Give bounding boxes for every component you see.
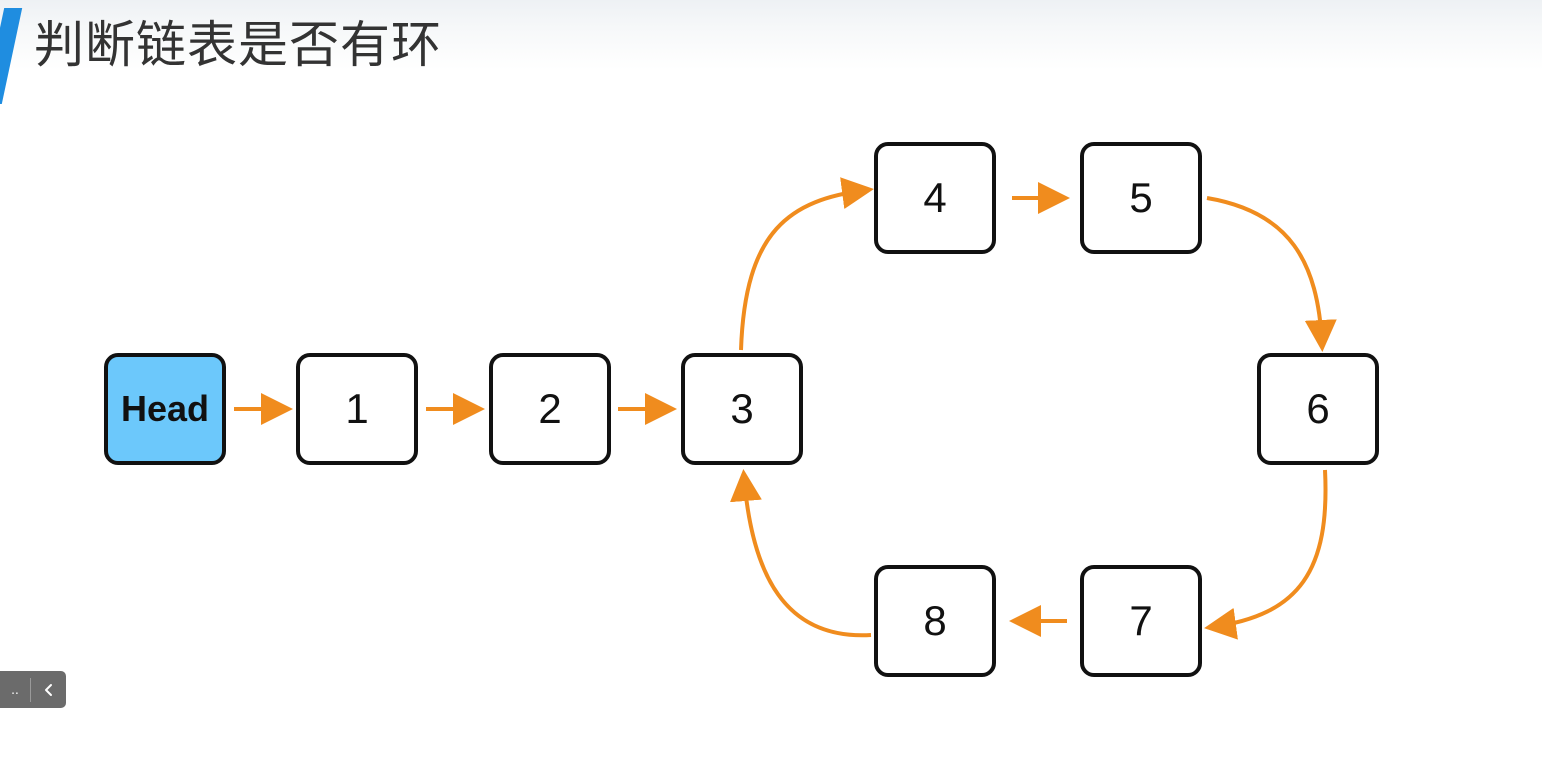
node-n3: 3: [681, 353, 803, 465]
slide-title: 判断链表是否有环: [34, 16, 442, 74]
node-n7: 7: [1080, 565, 1202, 677]
node-label: Head: [120, 388, 210, 429]
node-n1: 1: [296, 353, 418, 465]
node-n2: 2: [489, 353, 611, 465]
node-head: Head: [104, 353, 226, 465]
node-label: 6: [1306, 385, 1330, 432]
edge-n5-n6: [1206, 196, 1337, 352]
node-label: 7: [1129, 597, 1153, 644]
node-label: 5: [1129, 174, 1153, 221]
node-n8: 8: [874, 565, 996, 677]
chevron-left-icon: [44, 683, 52, 696]
node-label: 1: [345, 385, 369, 432]
node-n6: 6: [1257, 353, 1379, 465]
node-label: 4: [923, 174, 947, 221]
node-n4: 4: [874, 142, 996, 254]
node-n5: 5: [1080, 142, 1202, 254]
node-label: 8: [923, 597, 947, 644]
nav-prev-button[interactable]: [31, 671, 66, 708]
nav-more-button[interactable]: ..: [11, 682, 19, 697]
edge-n8-n3: [730, 469, 872, 638]
edge-n3-n4: [739, 177, 874, 351]
nav-divider: [30, 677, 31, 702]
edge-n6-n7: [1204, 469, 1328, 640]
title-band: [0, 0, 1542, 70]
slide-nav-control[interactable]: ..: [0, 671, 66, 708]
node-label: 2: [538, 385, 562, 432]
node-label: 3: [730, 385, 754, 432]
